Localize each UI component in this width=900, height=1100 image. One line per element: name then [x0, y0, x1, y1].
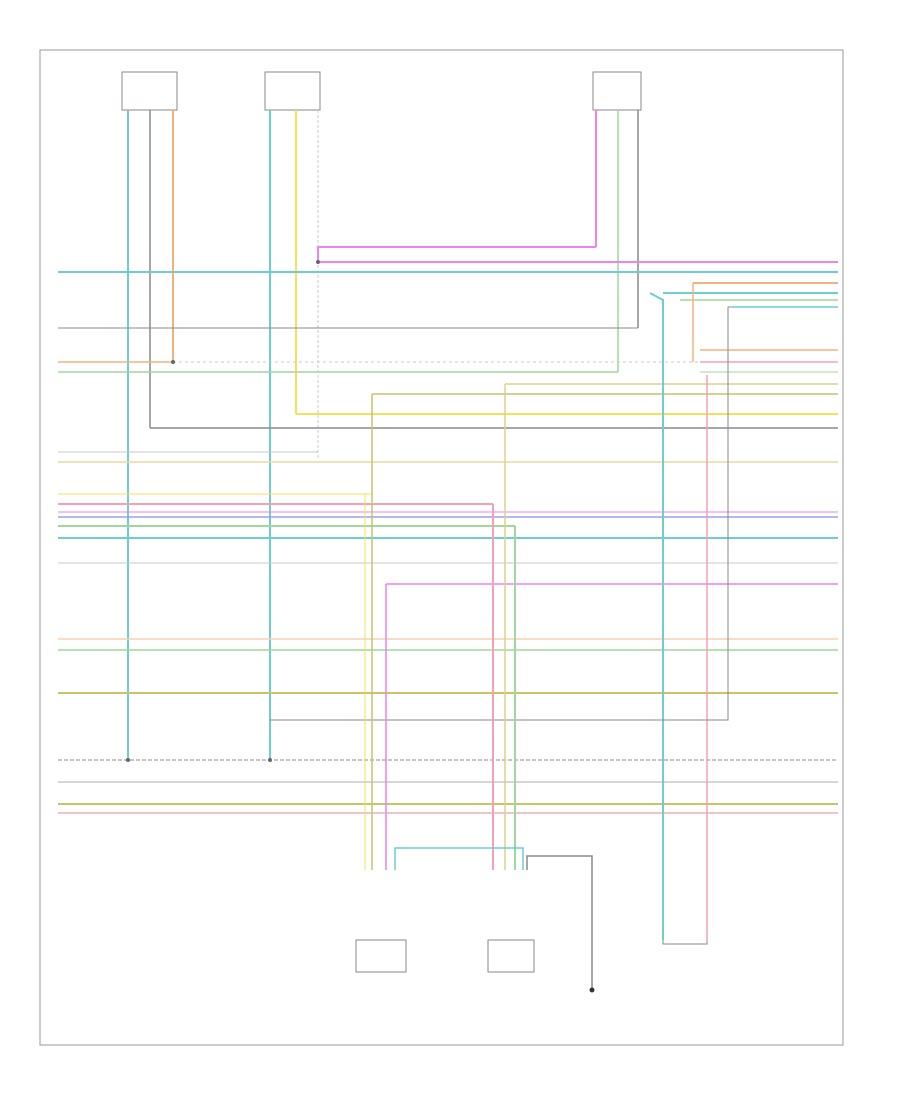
wire-cyan-bridge	[394, 847, 524, 870]
splice-dot-4	[316, 260, 320, 264]
bottom-component-4-bracket	[662, 940, 708, 945]
top-component-1-box	[121, 71, 178, 111]
bottom-component-4	[662, 940, 708, 945]
wire-v-cyan-right	[649, 292, 664, 940]
top-component-3	[592, 71, 642, 111]
wire-v-gray-right	[270, 306, 730, 721]
top-component-1	[121, 71, 178, 111]
splice-dot-5	[589, 987, 595, 993]
bottom-component-1	[355, 939, 407, 973]
top-component-2	[264, 71, 321, 111]
splice-dot-3	[268, 758, 272, 762]
bottom-component-2-box	[487, 939, 535, 973]
bottom-component-1-box	[355, 939, 407, 973]
bottom-component-2	[487, 939, 535, 973]
splice-dot-1	[171, 360, 175, 364]
top-component-2-box	[264, 71, 321, 111]
splice-dot-2	[126, 758, 130, 762]
diagram-frame	[39, 49, 844, 1046]
wire-gray-bridge	[526, 855, 593, 990]
top-component-3-box	[592, 71, 642, 111]
wire-magenta-top	[317, 246, 838, 263]
